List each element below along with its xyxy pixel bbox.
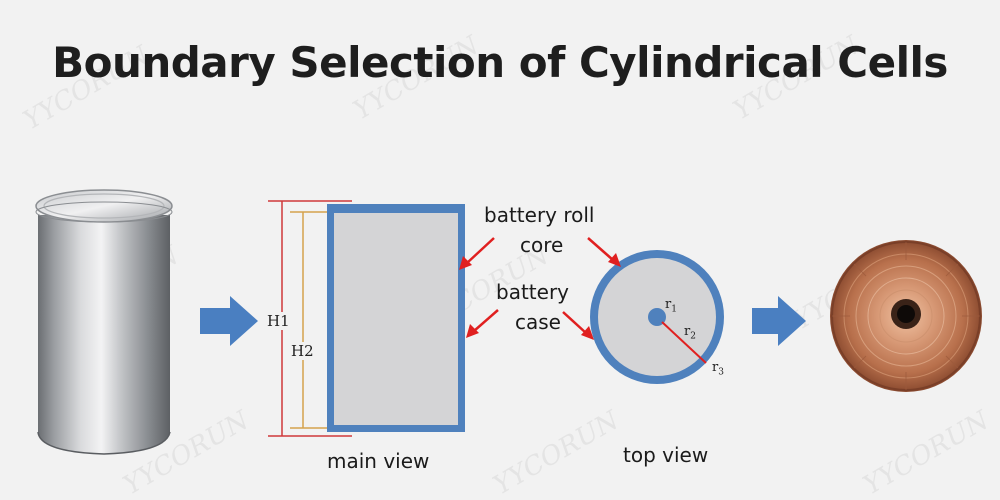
caption-main-view: main view [327, 449, 430, 473]
battery-can-image [35, 189, 173, 455]
label-battery-roll-line1: battery roll [484, 203, 595, 227]
label-r2: r2 [684, 324, 696, 342]
page-title: Boundary Selection of Cylindrical Cells [52, 38, 948, 87]
label-battery-case-line1: battery [496, 280, 569, 304]
svg-text:YYCORUN: YYCORUN [859, 405, 996, 500]
label-h2: H2 [290, 342, 315, 360]
arrow-right-2 [752, 296, 806, 346]
jelly-roll-cross-section-image [830, 240, 982, 392]
mandrel-hole [648, 308, 666, 326]
battery-roll-core-main-view [334, 213, 458, 425]
radius-line [661, 321, 707, 364]
label-battery-roll-line2: core [520, 233, 564, 257]
label-h1: H1 [266, 312, 291, 330]
pointer-arrow-case [466, 309, 499, 338]
label-r3: r3 [712, 360, 724, 378]
arrow-right-1 [200, 296, 258, 346]
label-battery-case-line2: case [515, 310, 561, 334]
svg-text:YYCORUN: YYCORUN [489, 405, 626, 500]
label-r1: r1 [665, 297, 677, 315]
pointer-arrow-core-top [587, 237, 621, 267]
caption-top-view: top view [623, 443, 709, 467]
pointer-arrow-core [459, 237, 495, 270]
pointer-arrow-case-top [562, 311, 594, 340]
